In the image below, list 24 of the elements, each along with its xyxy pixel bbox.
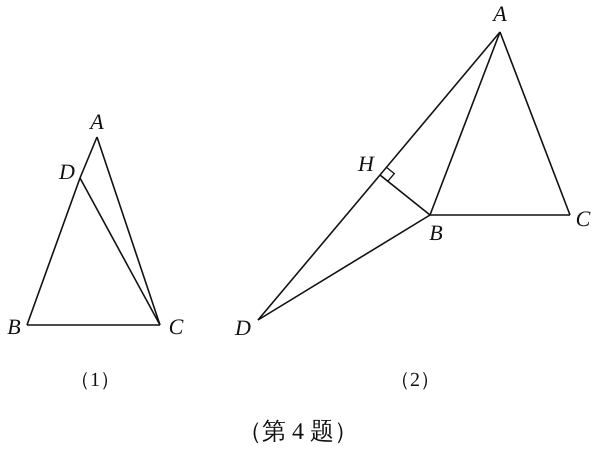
figure-number: （1） [70,369,120,391]
line-segment [380,174,430,216]
line-segment [96,136,161,326]
point-label: A [493,3,507,25]
line-segment [79,136,98,178]
line-segment [79,178,161,326]
point-label: D [59,161,75,183]
line-segment [429,32,501,216]
line-segment [257,174,381,321]
point-label: A [90,111,104,133]
line-segment [258,214,430,321]
line-segment [26,178,81,326]
point-label: B [7,316,21,338]
line-segment [379,31,501,176]
line-segment [430,214,570,216]
point-label: B [429,222,443,244]
figure-number: （2） [390,369,440,391]
point-label: C [168,316,184,338]
caption: （第 4 题） [238,421,358,443]
point-label: H [358,153,374,175]
line-segment [27,324,160,326]
line-segment [499,32,571,216]
point-label: C [576,208,590,230]
point-label: D [235,317,251,339]
